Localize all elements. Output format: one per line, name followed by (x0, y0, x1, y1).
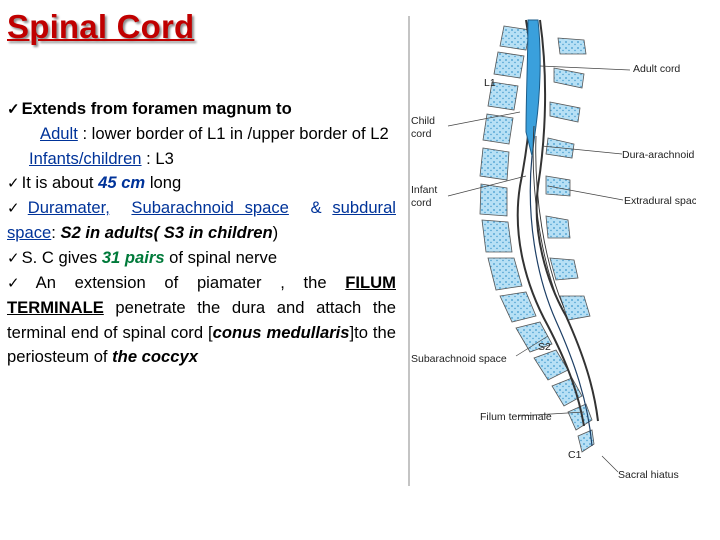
label-adult-cord: Adult cord (633, 63, 680, 75)
label-filum: Filum terminale (480, 411, 552, 423)
subarachnoid-term: Subarachnoid space (131, 198, 289, 218)
coccyx-term: the coccyx (112, 346, 198, 366)
label-extradural: Extradural space (624, 195, 696, 207)
check-icon: ✓ (7, 174, 20, 192)
label-child-cord-1: Child (411, 115, 435, 127)
label-c1: C1 (568, 449, 582, 461)
length-value: 45 cm (98, 172, 146, 192)
label-sacral-hiatus: Sacral hiatus (618, 469, 679, 481)
infants-line: Infants/children : L3 (7, 147, 396, 171)
filum-term: FILUM TERMINALE (7, 273, 396, 318)
bullet-dura: ✓Duramater, Subarachnoid space & subdura… (7, 198, 396, 243)
adult-line: Adult : lower border of L1 in /upper bor… (7, 122, 396, 146)
slide-body: ✓Extends from foramen magnum to Adult : … (7, 97, 396, 369)
spinal-cord (525, 19, 541, 157)
adult-sep: : (77, 124, 92, 144)
infants-label: Infants/children (29, 148, 142, 168)
check-icon: ✓ (7, 200, 26, 218)
bullet-nerves: ✓S. C gives 31 pairs of spinal nerve (7, 247, 278, 267)
spinous-processes (545, 37, 591, 321)
label-dura-arachnoid: Dura-arachnoid (622, 149, 695, 161)
label-l1: L1 (484, 77, 496, 89)
adult-value: lower border of L1 in /upper border of L… (91, 124, 389, 144)
bullet-filum: ✓An extension of piamater , the FILUM TE… (7, 273, 396, 366)
label-child-cord-2: cord (411, 128, 432, 140)
check-icon: ✓ (7, 101, 20, 118)
vertebral-bodies (479, 25, 595, 453)
duramater-term: Duramater, (27, 198, 110, 218)
label-s2: S2 (538, 341, 551, 353)
check-icon: ✓ (7, 249, 20, 267)
bullet-extends: ✓Extends from foramen magnum to (7, 99, 292, 118)
infants-value: : L3 (141, 148, 174, 168)
slide-title: Spinal Cord (7, 8, 195, 45)
label-infant-cord-1: Infant (411, 184, 437, 196)
leader-lines (447, 65, 631, 473)
adult-label: Adult (40, 124, 78, 144)
check-icon: ✓ (7, 275, 34, 293)
spinal-cord-diagram: L1 Child cord Infant cord Adult cord Dur… (408, 16, 696, 486)
bullet-length: ✓It is about 45 cm long (7, 172, 182, 192)
conus-term: conus medullaris (212, 322, 350, 342)
label-subarachnoid: Subarachnoid space (411, 353, 507, 365)
filum-terminale (529, 155, 593, 447)
spinal-cord-figure: L1 Child cord Infant cord Adult cord Dur… (408, 16, 696, 486)
label-infant-cord-2: cord (411, 197, 432, 209)
nerve-pairs-value: 31 pairs (101, 247, 165, 267)
subdural-term: subdural space (7, 198, 396, 243)
dura-level: S2 in adults( S3 in children (60, 223, 273, 243)
